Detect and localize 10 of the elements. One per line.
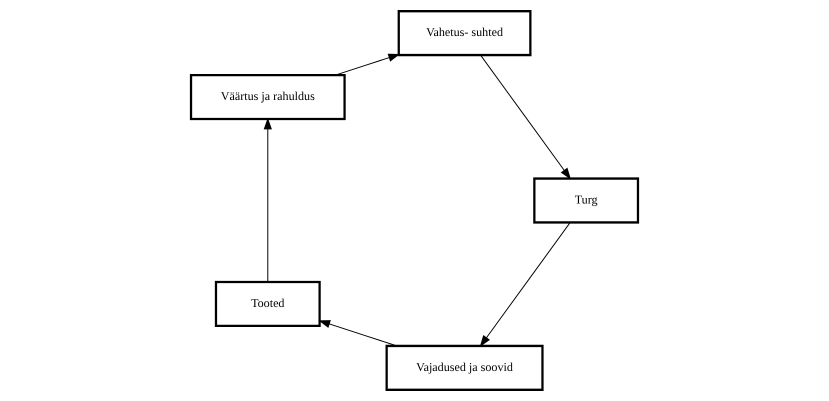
node-box: Väärtus ja rahuldus bbox=[190, 74, 346, 120]
node-box: Vahetus- suhted bbox=[398, 10, 532, 56]
arrow bbox=[335, 54, 400, 76]
arrow bbox=[264, 118, 272, 282]
arrow bbox=[480, 222, 570, 348]
arrow bbox=[318, 320, 398, 346]
node-box: Vajadused ja soovid bbox=[386, 344, 544, 391]
node-box: Turg bbox=[533, 177, 640, 224]
node-box: Tooted bbox=[214, 280, 321, 327]
arrow bbox=[480, 54, 572, 180]
